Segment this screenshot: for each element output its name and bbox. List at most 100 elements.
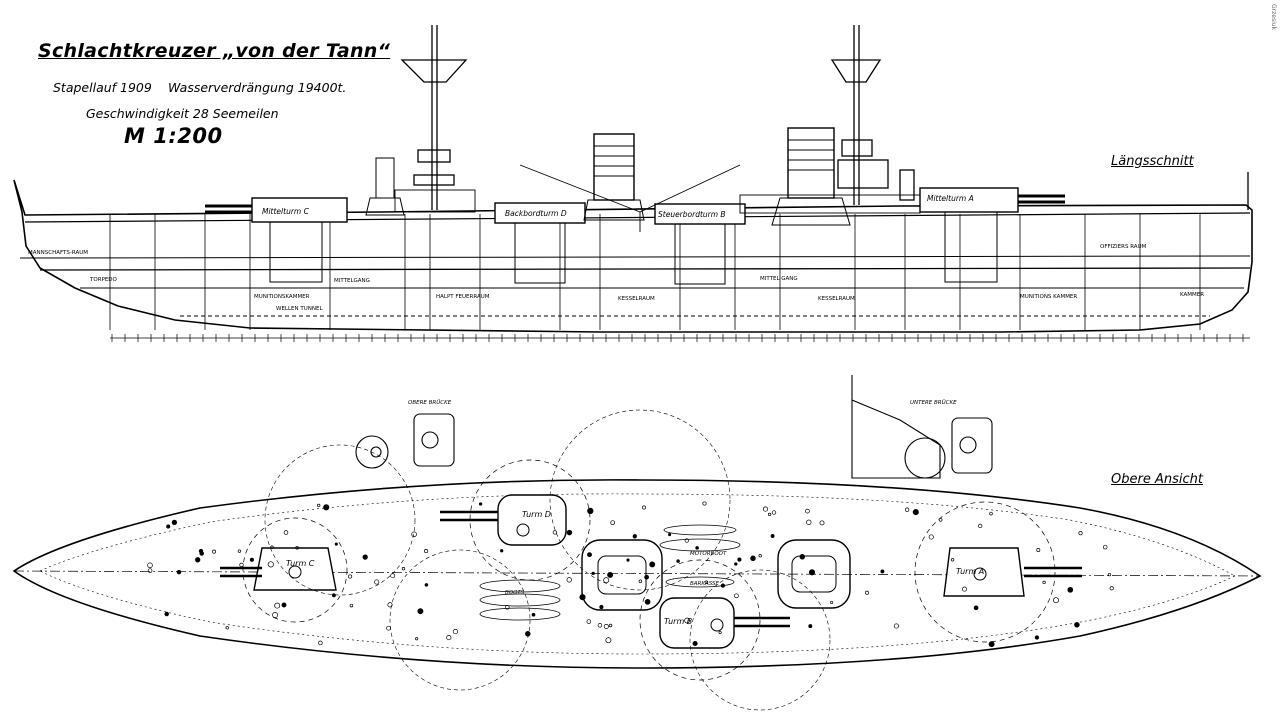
deck-fitting (973, 605, 979, 611)
deck-fitting (808, 624, 813, 629)
deck-fitting (676, 559, 680, 563)
deck-fitting (1067, 586, 1074, 593)
deck-fitting (1107, 572, 1112, 577)
label-steuerbordturm-b: Steuerbordturm B (658, 210, 726, 219)
deck-fitting (166, 524, 171, 529)
funnel-fore (771, 127, 851, 226)
deck-fitting (424, 549, 429, 554)
deck-fitting (692, 640, 698, 647)
turret-a-plan (914, 501, 1082, 643)
deck-fitting (212, 549, 217, 554)
speed: Geschwindigkeit 28 Seemeilen (86, 106, 279, 121)
deck-fitting (281, 602, 287, 608)
deck-fitting (566, 529, 573, 536)
deck-fitting (928, 534, 934, 540)
deck-fitting (267, 561, 274, 568)
deck-fitting (295, 545, 299, 550)
deck-fitting (762, 506, 769, 512)
displacement: Wasserverdrängung 19400t. (168, 80, 347, 95)
deck-fitting (334, 542, 338, 546)
deck-fitting (734, 562, 738, 566)
aft-mast (400, 25, 468, 210)
launch-year: Stapellauf 1909 (53, 80, 152, 95)
deck-fitting (411, 531, 417, 538)
deck-fitting (808, 569, 816, 576)
credit-watermark: Grzesiuk (1270, 4, 1277, 31)
boats (479, 524, 741, 621)
deck-fitting (478, 502, 483, 506)
label-barkasse: BARKASSE (690, 581, 720, 587)
deck-fitting (734, 593, 739, 599)
deck-fitting (239, 562, 244, 568)
lower-bridge (851, 375, 993, 479)
deck-fitting (702, 501, 707, 506)
deck-fitting (147, 562, 153, 569)
deck-fitting (362, 554, 368, 560)
funnel-plan-fore (777, 539, 851, 609)
deck-fitting (272, 612, 279, 618)
middle-deck-line (39, 267, 1251, 271)
deck-fitting (893, 623, 899, 629)
deck-fitting (587, 552, 592, 558)
deck-fitting (331, 593, 336, 598)
deck-fitting (720, 583, 726, 588)
label-motorboot: MOTORBOOT (690, 551, 727, 557)
deck-fitting (386, 625, 391, 631)
deck-fitting (626, 558, 630, 562)
deck-fitting (374, 579, 380, 585)
deck-fitting (274, 602, 281, 609)
deck-fitting (566, 577, 572, 583)
label-kesselraum-1: KESSELRAUM (618, 296, 655, 302)
upper-bridge (355, 413, 455, 469)
deck-fitting (737, 557, 742, 562)
label-obere-bruecke: OBERE BRÜCKE (408, 399, 452, 406)
label-turm-c: Turm C (286, 559, 315, 568)
section-label-top-view: Obere Ansicht (1111, 472, 1203, 487)
side-profile-drawing (13, 25, 1253, 342)
label-wellen-tunnel: WELLEN TUNNEL (276, 306, 323, 312)
deck-fitting (587, 507, 594, 515)
deck-fitting (938, 517, 943, 522)
deck-fitting (610, 520, 616, 526)
deck-fitting (989, 511, 993, 516)
deck-fitting (270, 545, 274, 549)
deck-fitting (579, 594, 586, 601)
turret-c-side (205, 197, 348, 283)
label-boots: BOOTS (505, 590, 525, 596)
deck-fitting (758, 554, 762, 558)
funnel-aft (583, 133, 645, 221)
deck-fitting (1102, 544, 1108, 550)
aft-superstructure (394, 189, 476, 213)
deck-fitting (1078, 531, 1083, 536)
deck-fitting (799, 554, 806, 560)
label-turm-d: Turm D (522, 510, 551, 519)
deck-fitting (531, 612, 536, 617)
label-munitions-kammer: MUNITIONS KAMMER (1020, 294, 1077, 300)
label-mittelturm-a: Mittelturm A (927, 194, 974, 203)
label-halpt-feuerraum: HALPT FEUERRAUM (436, 294, 490, 300)
deck-fitting (401, 567, 406, 571)
label-offiziers-raum: OFFIZIERS RAUM (1100, 244, 1147, 250)
frame-ticks (111, 334, 1244, 342)
deck-fitting (649, 561, 656, 568)
deck-fitting (349, 603, 354, 608)
deck-fitting (962, 586, 967, 592)
deck-fitting (668, 533, 672, 537)
deck-fitting (1042, 580, 1046, 585)
deck-fitting (704, 580, 709, 584)
deck-fitting (318, 640, 323, 646)
deck-fitting (283, 530, 289, 535)
deck-fitting (417, 608, 424, 615)
deck-fitting (147, 568, 153, 573)
deck-fitting (770, 534, 775, 538)
main-deck-line (19, 255, 1251, 259)
label-backbordturm-d: Backbordturm D (505, 209, 567, 218)
deck-fitting (806, 519, 812, 525)
deck-fitting (237, 549, 242, 553)
label-torpedo: TORPEDO (89, 277, 118, 283)
deck-fitting (718, 630, 722, 635)
deck-fitting (1109, 586, 1114, 591)
plan-labels: OBERE BRÜCKE UNTERE BRÜCKE MOTORBOOT BOO… (408, 399, 957, 596)
side-turret-labels: Mittelturm C Backbordturm D Steuerbordtu… (262, 194, 974, 219)
